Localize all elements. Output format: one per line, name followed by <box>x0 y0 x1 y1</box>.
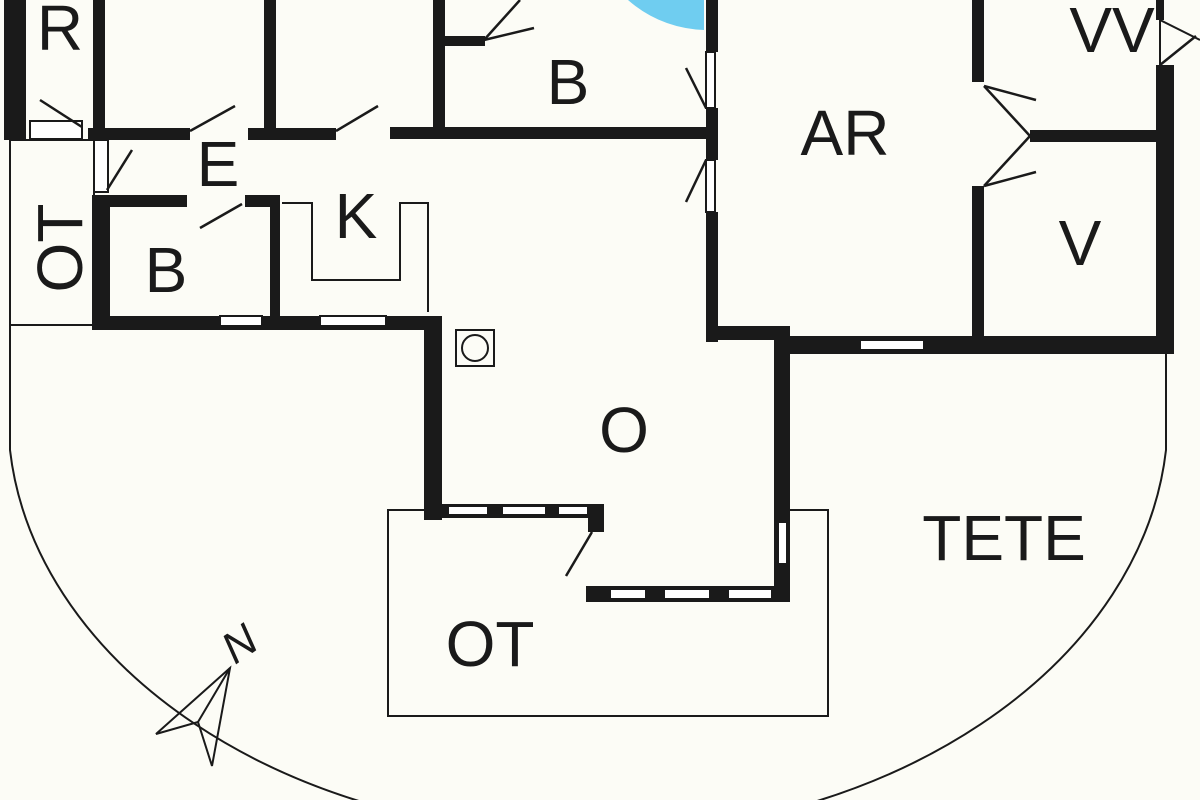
windows <box>29 51 925 600</box>
room-label-b-left: B <box>145 234 188 306</box>
room-label-v: V <box>1059 207 1102 279</box>
room-label-ar: AR <box>801 97 890 169</box>
room-label-k: K <box>335 180 378 252</box>
pool-shape <box>628 0 704 30</box>
doors <box>39 0 1197 577</box>
room-label-ot-bottom: OT <box>446 608 535 680</box>
room-label-o: O <box>599 394 649 466</box>
room-label-e: E <box>197 128 240 200</box>
terrace-outline <box>9 140 1167 800</box>
room-label-tete: TETE <box>922 502 1086 574</box>
thin-outlines <box>9 18 1200 717</box>
room-label-b-top: B <box>547 46 590 118</box>
room-label-vv: VV <box>1069 0 1155 66</box>
room-label-ot-left: OT <box>24 204 96 293</box>
room-label-r: R <box>37 0 83 64</box>
